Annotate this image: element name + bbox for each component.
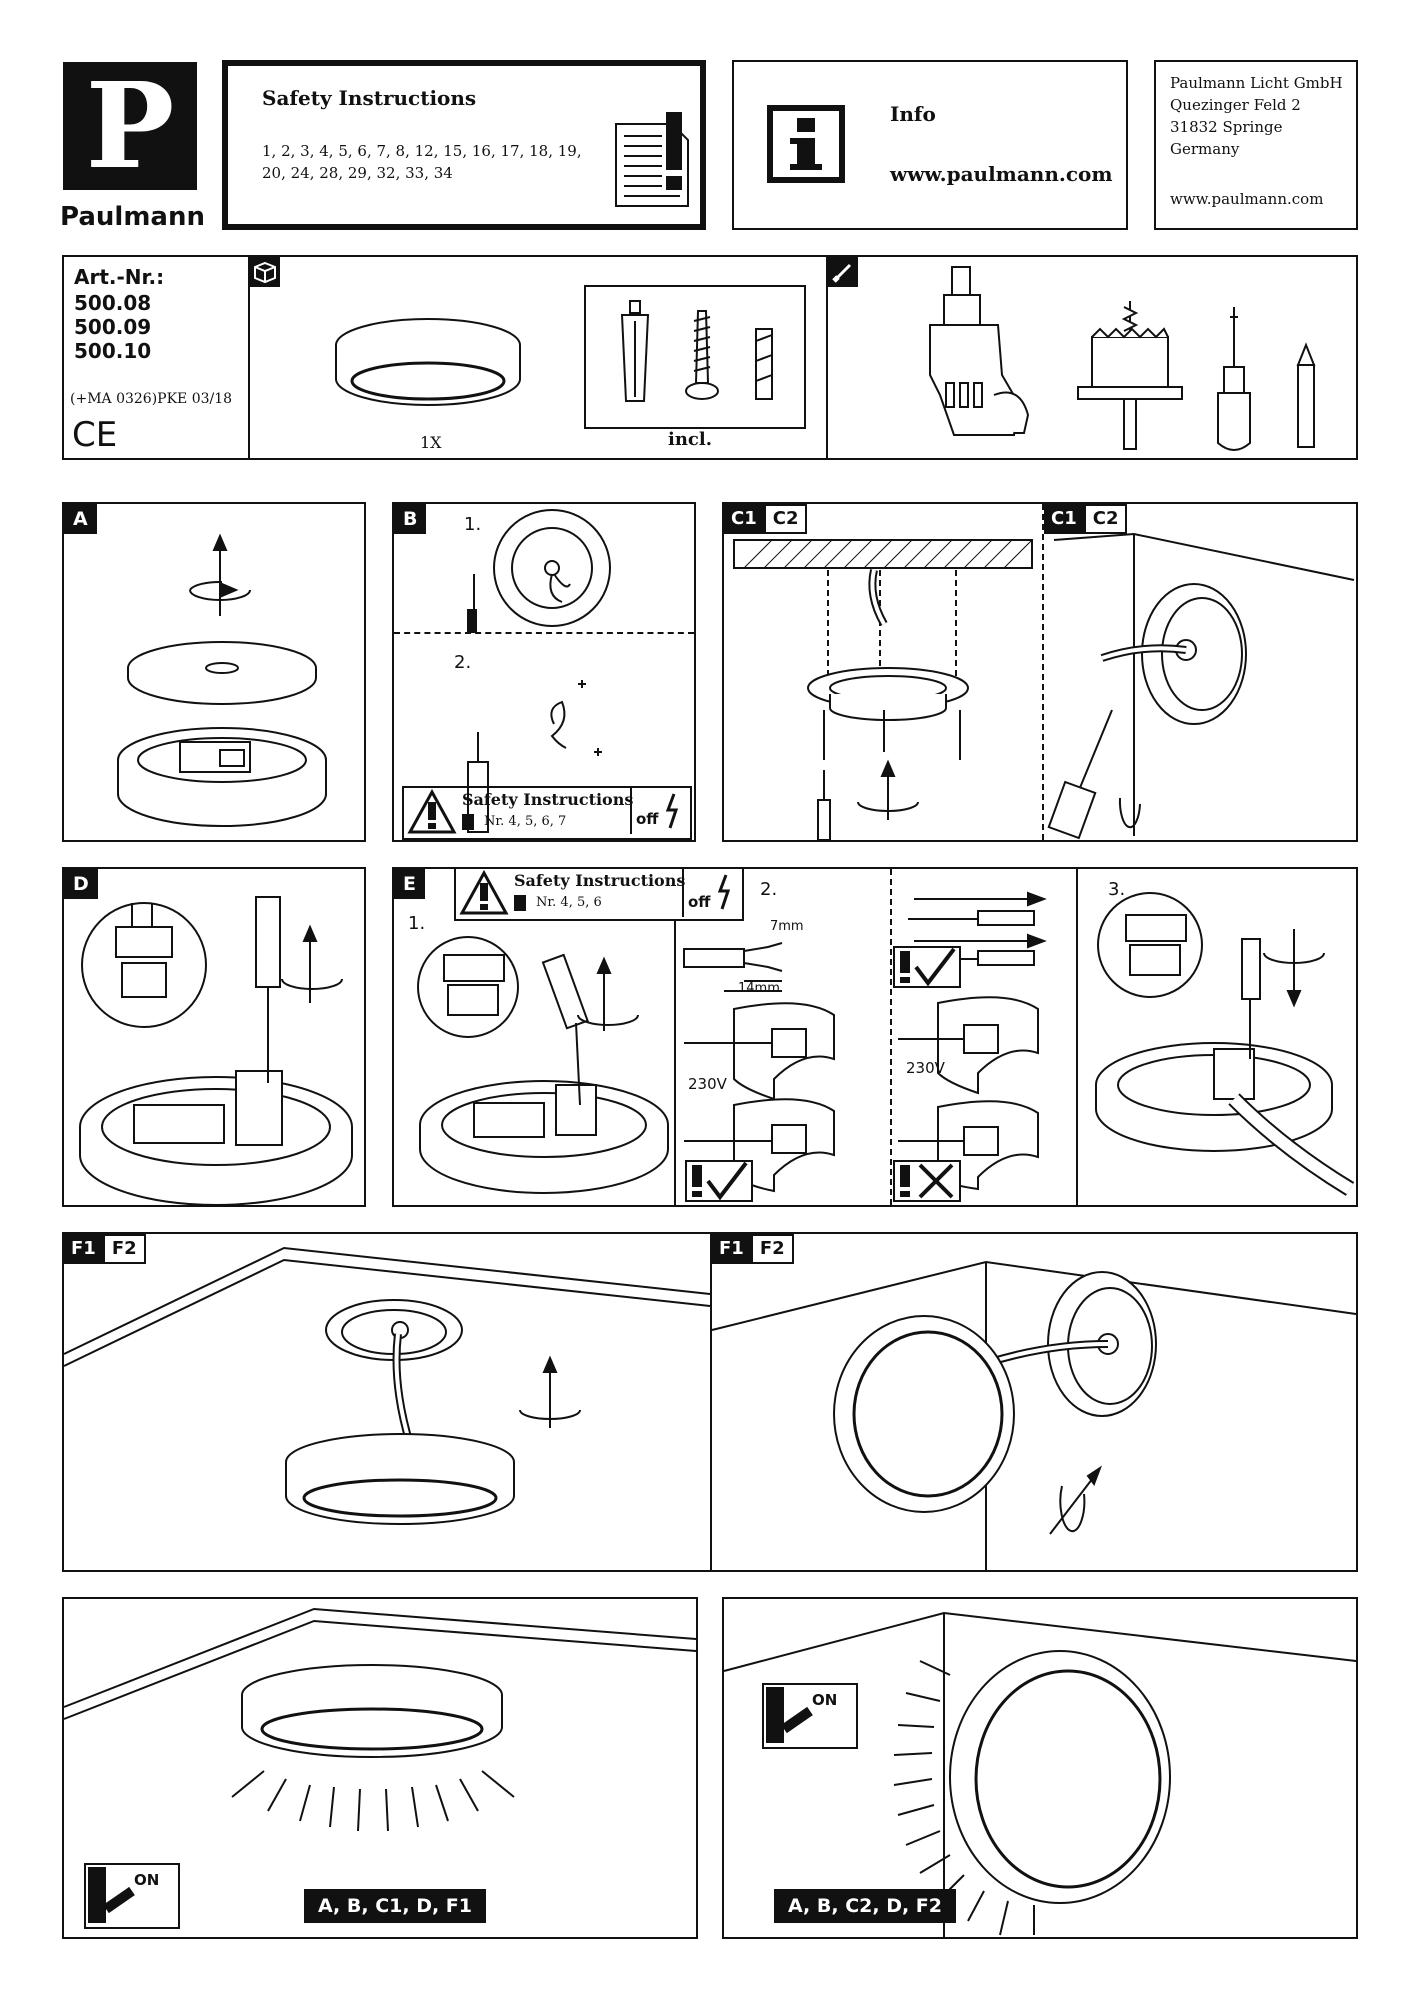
b-safety-box: Safety Instructions Nr. 4, 5, 6, 7 off — [402, 786, 692, 840]
voltage-label: 230V — [688, 1075, 727, 1093]
step-a-tag: A — [64, 504, 97, 534]
ce-mark: CE — [72, 415, 118, 455]
info-label: Info — [890, 102, 936, 126]
e-safety-numbers: Nr. 4, 5, 6 — [536, 895, 602, 910]
screw-dowel-icon — [620, 300, 773, 402]
safety-instructions-box: Safety Instructions 1, 2, 3, 4, 5, 6, 7,… — [222, 60, 706, 230]
b-step-1: 1. — [464, 514, 482, 535]
art-number-1: 500.08 — [74, 291, 152, 315]
step-a-illustration — [117, 533, 327, 827]
hole-saw-icon — [1077, 301, 1183, 450]
step-e-tag: E — [394, 869, 425, 899]
b-step-2: 2. — [454, 652, 472, 673]
step-f2-illustration — [711, 1260, 1357, 1570]
switch-on-icon-2: ON — [762, 1683, 858, 1749]
info-url[interactable]: www.paulmann.com — [890, 162, 1113, 186]
e-step-2: 2. — [760, 879, 778, 900]
b-safety-title: Safety Instructions — [462, 790, 634, 809]
warning-triangle-icon — [407, 788, 457, 834]
safety-numbers-2: 20, 24, 28, 29, 32, 33, 34 — [262, 164, 453, 182]
safety-title: Safety Instructions — [262, 86, 477, 110]
luminaire-image — [335, 318, 521, 406]
package-icon — [250, 257, 280, 287]
brand-name: Paulmann — [60, 202, 205, 232]
tools-icon — [828, 257, 858, 287]
included-label: incl. — [668, 429, 712, 450]
switch-on-icon: ON — [84, 1863, 180, 1929]
info-icon — [767, 105, 845, 183]
e-safety-box: Safety Instructions Nr. 4, 5, 6 off — [454, 869, 744, 921]
power-off-icon — [665, 793, 679, 829]
art-number-2: 500.09 — [74, 315, 152, 339]
screwdriver-icon — [1217, 307, 1251, 451]
step-b-panel: B 1. 2. Safety Instructions Nr. 4, 5, 6,… — [392, 502, 696, 842]
step-b-tag: B — [394, 504, 427, 534]
quantity-label: 1X — [420, 433, 442, 452]
address-box: Paulmann Licht GmbH Quezinger Feld 2 318… — [1154, 60, 1358, 230]
step-d-illustration — [79, 896, 353, 1206]
pencil-icon — [1296, 342, 1316, 448]
logo-letter: P — [85, 56, 175, 195]
e-step-3: 3. — [1108, 879, 1126, 900]
address-line-2: Quezinger Feld 2 — [1170, 96, 1301, 114]
e-step-1: 1. — [408, 913, 426, 934]
strip-length-1: 7mm — [770, 919, 804, 934]
step-a-panel: A — [62, 502, 366, 842]
step-e-panel: E Safety Instructions Nr. 4, 5, 6 off 1.… — [392, 867, 1358, 1207]
switch-on-label-2: ON — [812, 1691, 838, 1709]
final-wall-panel: ON A, B, C2, D, F2 — [722, 1597, 1358, 1939]
paulmann-logo: P — [63, 62, 197, 190]
art-number-3: 500.10 — [74, 339, 152, 363]
step-e2-wiring — [683, 942, 835, 1193]
switch-on-label: ON — [134, 1871, 160, 1889]
step-e3-illustration — [1095, 892, 1355, 1196]
address-line-1: Paulmann Licht GmbH — [1170, 74, 1343, 92]
warning-triangle-icon — [459, 869, 509, 915]
b-safety-numbers: Nr. 4, 5, 6, 7 — [484, 814, 567, 829]
step-b-illustration — [467, 509, 611, 833]
correct-check-icon-2 — [893, 946, 961, 988]
e-safety-title: Safety Instructions — [514, 871, 686, 890]
step-f1-illustration — [63, 1246, 711, 1525]
strip-length-2: 14mm — [738, 981, 780, 996]
e-off-label: off — [688, 893, 711, 911]
step-c2-illustration — [1047, 532, 1355, 840]
wall-steps-label: A, B, C2, D, F2 — [774, 1889, 957, 1923]
accessories-box — [584, 285, 806, 429]
address-line-3: 31832 Springe — [1170, 118, 1283, 136]
b-off-label: off — [636, 810, 659, 828]
final-ceiling-panel: ON A, B, C1, D, F1 — [62, 1597, 698, 1939]
product-code: (+MA 0326)PKE 03/18 — [70, 391, 233, 407]
step-d-tag: D — [64, 869, 98, 899]
info-box: Info www.paulmann.com — [732, 60, 1128, 230]
product-strip: Art.-Nr.: 500.08 500.09 500.10 (+MA 0326… — [62, 255, 1358, 460]
wrong-cross-icon — [893, 1160, 961, 1202]
ceiling-light-on-illustration — [63, 1607, 697, 1832]
drill-icon — [929, 266, 1030, 436]
art-label: Art.-Nr.: — [74, 265, 165, 289]
power-off-icon — [717, 874, 731, 910]
wall-light-on-illustration — [723, 1611, 1357, 1937]
step-d-panel: D — [62, 867, 366, 1207]
safety-numbers-1: 1, 2, 3, 4, 5, 6, 7, 8, 12, 15, 16, 17, … — [262, 142, 582, 160]
step-e1-illustration — [417, 936, 669, 1194]
document-warning-icon — [615, 112, 689, 207]
step-c1-illustration — [733, 539, 1033, 841]
step-e2-ferrule — [898, 891, 1047, 1191]
address-line-4: Germany — [1170, 140, 1240, 158]
correct-check-icon — [685, 1160, 753, 1202]
address-url[interactable]: www.paulmann.com — [1170, 190, 1324, 208]
voltage-label-2: 230V — [906, 1059, 945, 1077]
ceiling-steps-label: A, B, C1, D, F1 — [304, 1889, 487, 1923]
